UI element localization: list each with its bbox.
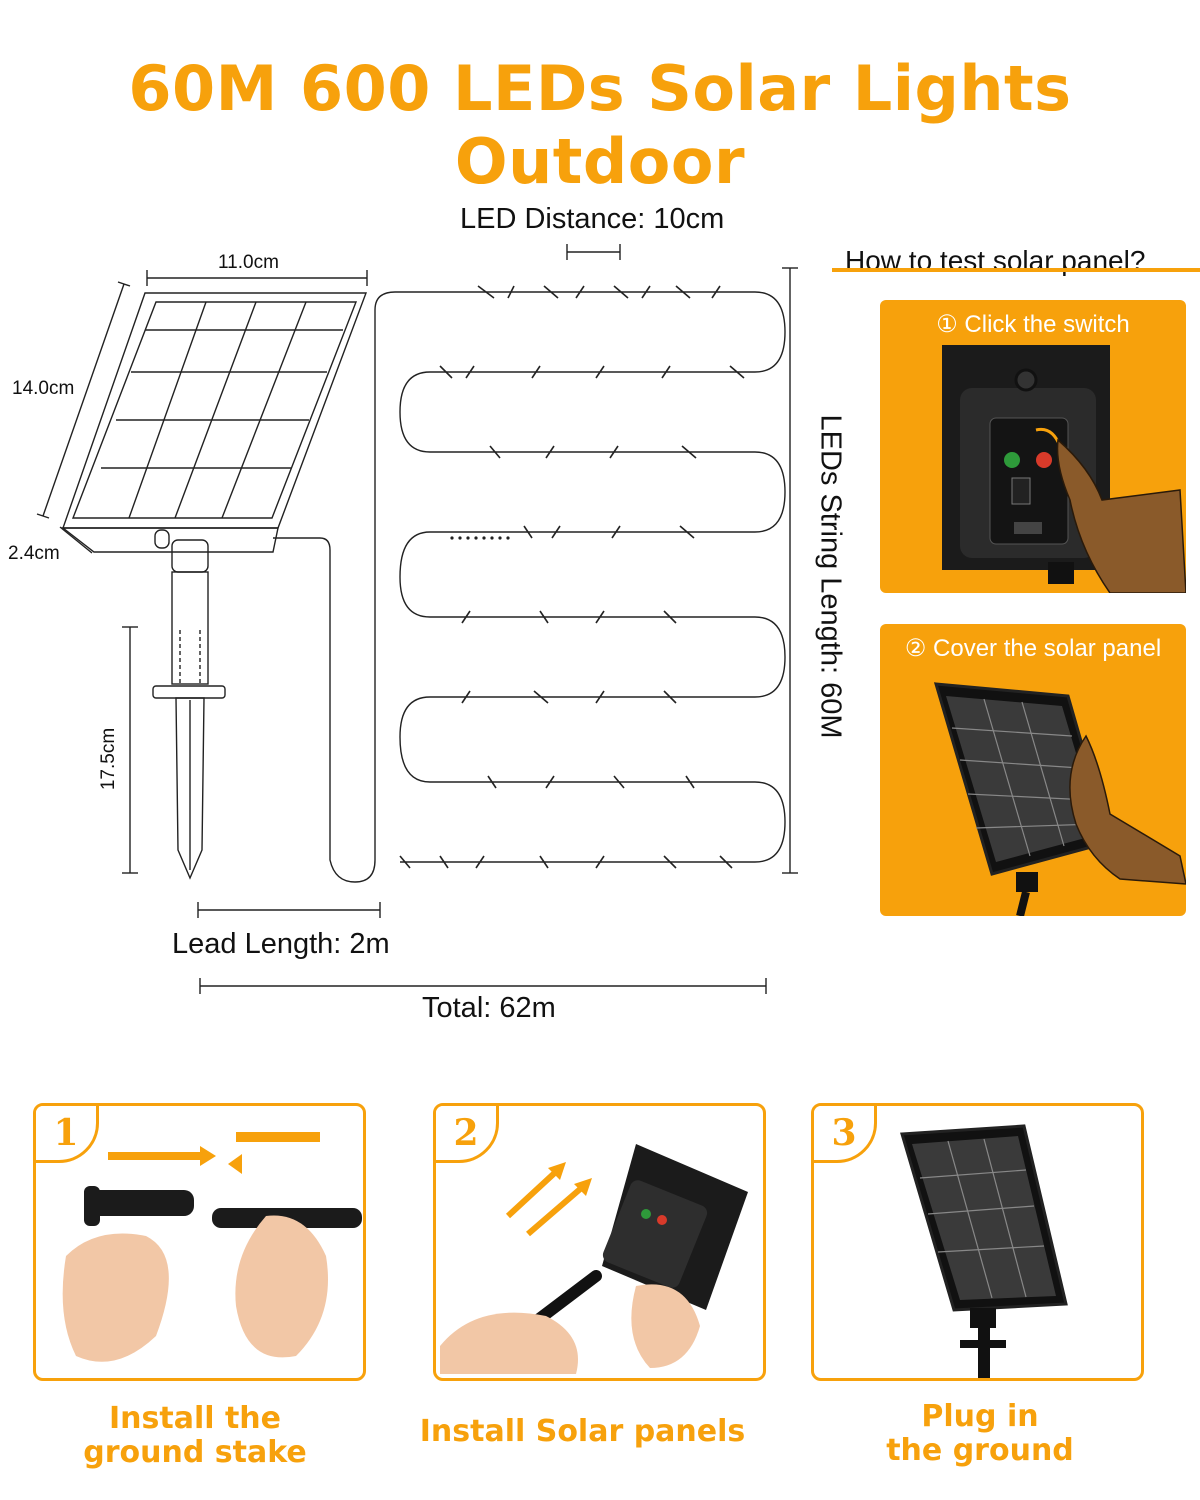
caption-line: Plug in (921, 1399, 1039, 1434)
cover-panel-illustration (933, 682, 1186, 916)
install-step-3-caption: Plug in the ground (820, 1400, 1140, 1468)
panel-height-label: 14.0cm (12, 378, 75, 399)
panel-depth-label: 2.4cm (8, 543, 60, 564)
page-title: 60M 600 LEDs Solar Lights Outdoor (128, 52, 1072, 198)
led-distance-label: LED Distance: 10cm (460, 203, 725, 235)
test-step-switch: ① Click the switch (880, 300, 1186, 593)
install-step-1-caption: Install the ground stake (40, 1402, 350, 1470)
caption-line: Install the (108, 1401, 282, 1436)
lead-length-label: Lead Length: 2m (172, 928, 390, 960)
switch-box-illustration (942, 345, 1186, 593)
test-section-title: How to test solar panel? (845, 245, 1146, 276)
test-step-switch-title: ① Click the switch (936, 311, 1130, 338)
total-length-label: Total: 62m (422, 992, 556, 1024)
install-step-1: 1 (33, 1103, 366, 1381)
test-step-cover: ② Cover the solar panel (880, 624, 1186, 916)
string-length-label: LEDs String Length: 60M (814, 414, 847, 739)
install-step-2: 2 (433, 1103, 766, 1381)
caption-line: the ground (886, 1433, 1074, 1468)
panel-width-label: 11.0cm (218, 252, 279, 273)
caption-line: Install Solar panels (419, 1414, 746, 1449)
product-diagram (36, 244, 798, 994)
install-step-3: 3 (811, 1103, 1144, 1381)
stake-length-label: 17.5cm (98, 727, 120, 791)
install-step-2-caption: Install Solar panels (410, 1415, 755, 1449)
caption-line: ground stake (83, 1435, 307, 1470)
test-step-cover-title: ② Cover the solar panel (904, 635, 1162, 662)
panel-mount-illustration (440, 1144, 748, 1374)
title-underline (832, 268, 1200, 272)
stake-assembly-illustration (62, 1132, 362, 1362)
planted-panel-illustration (900, 1124, 1068, 1378)
